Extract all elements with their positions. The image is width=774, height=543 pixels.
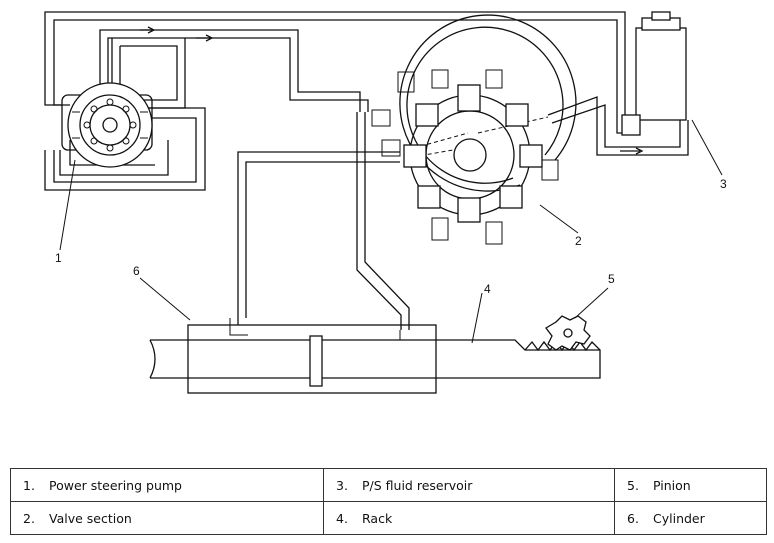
cylinder-and-rack	[149, 318, 601, 394]
legend-number: 3.	[336, 477, 348, 493]
callout-1: 1	[55, 251, 62, 265]
power-steering-diagram: 1 2 3 4 5 6	[44, 11, 727, 394]
legend-number: 2.	[23, 510, 35, 526]
callout-6: 6	[133, 264, 140, 278]
legend-text: Valve section	[49, 510, 132, 526]
legend-text: Pinion	[653, 477, 691, 493]
legend-item: 6. Cylinder	[614, 501, 767, 535]
legend-table: 1. Power steering pump 3. P/S fluid reserv…	[10, 468, 767, 535]
hydraulic-lines	[44, 11, 689, 330]
legend-text: Power steering pump	[49, 477, 182, 493]
callout-3: 3	[720, 177, 727, 191]
legend-item: 2. Valve section	[10, 501, 324, 535]
fluid-reservoir	[621, 11, 687, 136]
callout-4: 4	[484, 282, 491, 296]
legend-number: 5.	[627, 477, 639, 493]
legend-item: 3. P/S fluid reservoir	[323, 468, 615, 502]
legend-item: 4. Rack	[323, 501, 615, 535]
legend-item: 5. Pinion	[614, 468, 767, 502]
valve-section	[371, 14, 577, 245]
leader-lines	[59, 119, 723, 344]
callout-5: 5	[608, 272, 615, 286]
callout-2: 2	[575, 234, 582, 248]
legend-text: P/S fluid reservoir	[362, 477, 473, 493]
pinion	[545, 315, 591, 351]
legend-item: 1. Power steering pump	[10, 468, 324, 502]
legend-number: 6.	[627, 510, 639, 526]
legend-text: Rack	[362, 510, 393, 526]
legend-text: Cylinder	[653, 510, 705, 526]
legend-row: 1. Power steering pump 3. P/S fluid reserv…	[10, 468, 767, 502]
power-steering-pump	[61, 82, 153, 168]
legend-row: 2. Valve section 4. Rack 6. Cylinder	[10, 501, 767, 535]
legend-number: 4.	[336, 510, 348, 526]
legend-number: 1.	[23, 477, 35, 493]
